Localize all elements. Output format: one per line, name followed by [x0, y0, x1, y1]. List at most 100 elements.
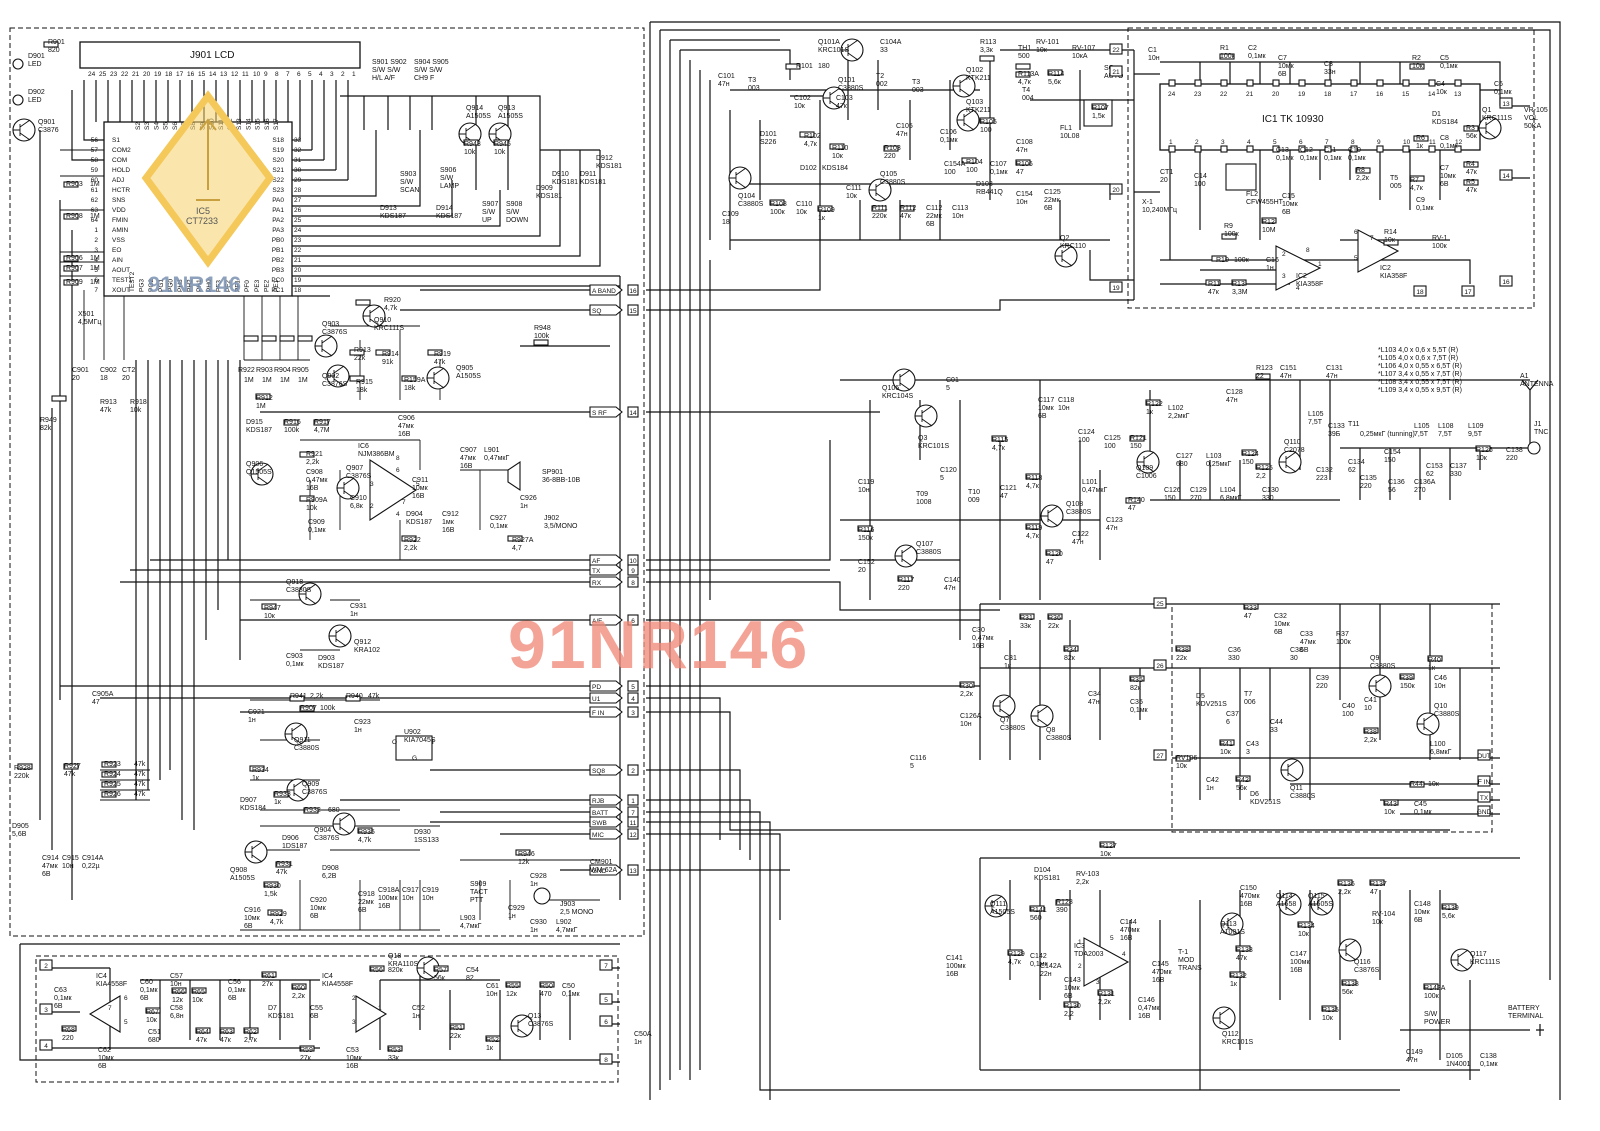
connector-label: PD: [592, 684, 601, 691]
mcu-left-pin-number: 56: [91, 137, 99, 144]
component-label: C34: [1088, 691, 1101, 698]
component-label: TH1: [1018, 45, 1031, 52]
component-label: D915: [246, 419, 263, 426]
component-label: 330: [1228, 655, 1240, 662]
component-label: C128: [1226, 389, 1243, 396]
component-label: C9: [1416, 197, 1425, 204]
component-label: S/W: [1424, 1011, 1438, 1018]
component-label: A1: [1520, 373, 1529, 380]
component-label: R33: [1244, 605, 1257, 612]
component-label: Q7: [1000, 717, 1009, 724]
component-label: 7,5T: [1438, 431, 1453, 438]
module-pin-number: 8: [604, 1057, 608, 1064]
module-pin-number: 21: [1112, 69, 1120, 76]
ic-pin-number: 5: [1354, 255, 1358, 262]
component-label: C914: [42, 855, 59, 862]
component-label: 100: [1104, 443, 1116, 450]
component-label: 0,47мк: [306, 477, 328, 484]
component-label: L104: [1220, 487, 1236, 494]
component-label: C105: [896, 123, 913, 130]
component-label: C150: [1240, 885, 1257, 892]
connector-pin-number: 1: [631, 798, 635, 805]
component-label: CH9 F: [414, 75, 434, 82]
component-label: 82к: [1130, 685, 1142, 692]
component-label: 10к: [192, 997, 204, 1004]
mcu-right-pin-name: PA0: [272, 197, 284, 204]
component-label: D901: [28, 53, 45, 60]
component-label: UP: [482, 217, 492, 224]
component-label: 2,2к: [1076, 879, 1090, 886]
component-label: 100: [1342, 711, 1354, 718]
component-label: C01: [946, 377, 959, 384]
module-pin-number: F IN: [1478, 779, 1491, 786]
component-label: 10н: [486, 991, 498, 998]
component-label: 22н: [1040, 971, 1052, 978]
component-label: C119: [858, 479, 874, 486]
component-label: 20: [1160, 177, 1168, 184]
component-label: C3876S: [314, 835, 340, 842]
component-label: T10: [968, 489, 980, 496]
module-pin-number: 2: [44, 963, 48, 970]
component-label: C32: [1274, 613, 1287, 620]
component-label: R3: [1466, 125, 1475, 132]
component-label: R946: [518, 851, 535, 858]
ic1-pin-pad: [1299, 80, 1305, 86]
ic1-bottom-pin-number: 7: [1325, 139, 1329, 146]
ic-pin-number: 5: [124, 1019, 128, 1026]
component-label: S909: [470, 881, 486, 888]
component-label: 47к: [1466, 169, 1478, 176]
component-label: R9: [1224, 223, 1233, 230]
component-label: Q114: [1276, 893, 1293, 900]
component-label: C7: [1440, 165, 1449, 172]
component-label: 1M: [90, 279, 100, 286]
component-label: Q18: [388, 953, 401, 960]
component-label: KRC111S: [1482, 115, 1512, 122]
component-label: R64: [196, 1029, 209, 1036]
ic1-pin-pad: [1247, 146, 1253, 152]
component-label: R918: [130, 399, 147, 406]
component-label: 6В: [54, 1003, 63, 1010]
component-label: 820к: [388, 967, 404, 974]
component-label: R136: [1338, 881, 1355, 888]
component-label: 6В: [42, 871, 51, 878]
component-label: R903: [66, 181, 83, 188]
component-label: R113: [980, 39, 996, 46]
component-label: R920: [384, 297, 401, 304]
component-label: D104: [1034, 867, 1051, 874]
component-label: L901: [484, 447, 500, 454]
component-label: R36: [1048, 615, 1061, 622]
component-label: 005: [1390, 183, 1402, 190]
mcu-right-pin-number: 31: [294, 157, 302, 164]
component-label: 18: [100, 375, 108, 382]
mcu-right-pin-number: 22: [294, 247, 302, 254]
lcd-title: J901 LCD: [190, 50, 234, 61]
component-label: 6В: [98, 1063, 107, 1070]
component-label: C60: [140, 979, 153, 986]
mcu-left-pin-number: 59: [91, 167, 99, 174]
component-label: 10k: [306, 505, 318, 512]
ic1-top-pin-number: 23: [1194, 91, 1202, 98]
component-label: A1001S: [1220, 929, 1245, 936]
component-label: 1н: [530, 881, 538, 888]
component-label: C130: [1262, 487, 1279, 494]
connector-label: SQ: [592, 308, 601, 315]
component-label: RV-107: [1072, 45, 1095, 52]
component-label: 47к: [220, 1037, 232, 1044]
ic-pin-number: 8: [396, 455, 400, 462]
component-label: 10k: [494, 149, 506, 156]
component-label: RV-103: [1076, 871, 1099, 878]
component-label: 22мк: [926, 213, 943, 220]
component-label: Q902: [322, 373, 339, 380]
component-label: C919: [422, 887, 439, 894]
ic-pin-number: 2: [370, 503, 374, 510]
component-label: 5: [946, 385, 950, 392]
component-label: PTT: [470, 897, 484, 904]
component-label: 18: [722, 219, 730, 226]
component-label: C927: [490, 515, 507, 522]
component-label: R917: [314, 419, 331, 426]
component-label: KDV251S: [1250, 799, 1281, 806]
component-label: 100: [980, 127, 992, 134]
component-label: C5: [1440, 55, 1449, 62]
component-label: 220: [884, 153, 896, 160]
component-label: R926: [104, 791, 121, 798]
